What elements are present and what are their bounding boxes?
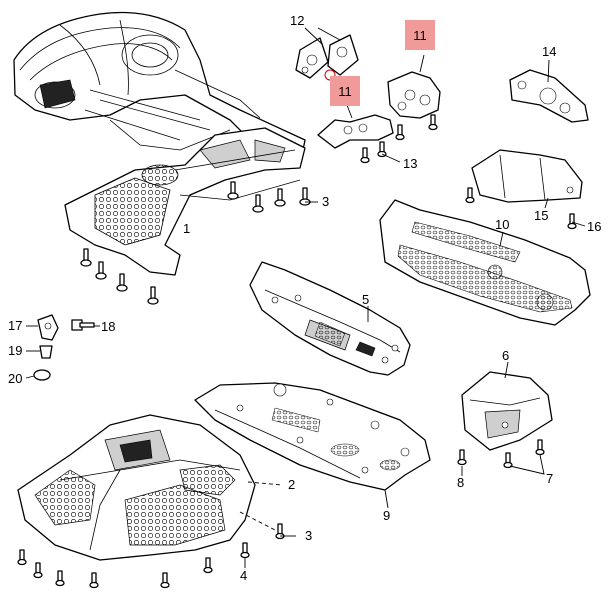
part-11-shield-left (317, 99, 401, 164)
label-3-bottom: 3 (305, 528, 313, 543)
label-6: 6 (502, 348, 510, 363)
label-4: 4 (240, 568, 248, 583)
label-10: 10 (495, 217, 510, 232)
part-15-side-cover (465, 149, 586, 230)
part-10-rear-panel (379, 199, 591, 326)
part-14-bracket-cover (509, 59, 589, 123)
label-18: 18 (101, 319, 116, 334)
small-fasteners (25, 314, 100, 381)
label-1: 1 (183, 221, 191, 236)
part-5-tunnel-cover (249, 261, 411, 376)
label-7: 7 (546, 471, 554, 486)
label-9: 9 (383, 508, 391, 523)
label-13: 13 (403, 156, 418, 171)
part-2-engine-cover (17, 414, 283, 561)
part-12-pads (295, 27, 359, 81)
label-3-top: 3 (322, 194, 330, 209)
label-11-right: 11 (413, 28, 427, 43)
label-11-left: 11 (338, 84, 352, 99)
label-12: 12 (290, 13, 305, 28)
label-14: 14 (542, 44, 557, 59)
label-8: 8 (457, 475, 465, 490)
label-15: 15 (534, 208, 549, 223)
label-20: 20 (8, 371, 23, 386)
part-1-front-cover (64, 127, 306, 276)
label-17: 17 (8, 318, 23, 333)
label-16: 16 (587, 219, 602, 234)
part-6-heat-shield (457, 361, 553, 476)
part-9-floor-cover (194, 382, 431, 509)
part-11-shield-right (387, 54, 441, 141)
bolt-group-part-1 (80, 181, 318, 305)
label-11-right-highlight: 11 (405, 20, 435, 50)
label-11-left-highlight: 11 (330, 76, 360, 106)
label-19: 19 (8, 343, 23, 358)
label-5: 5 (362, 292, 370, 307)
label-2: 2 (288, 477, 296, 492)
bolt-group-part-2 (17, 523, 296, 589)
vehicle-body-outline (13, 11, 306, 166)
